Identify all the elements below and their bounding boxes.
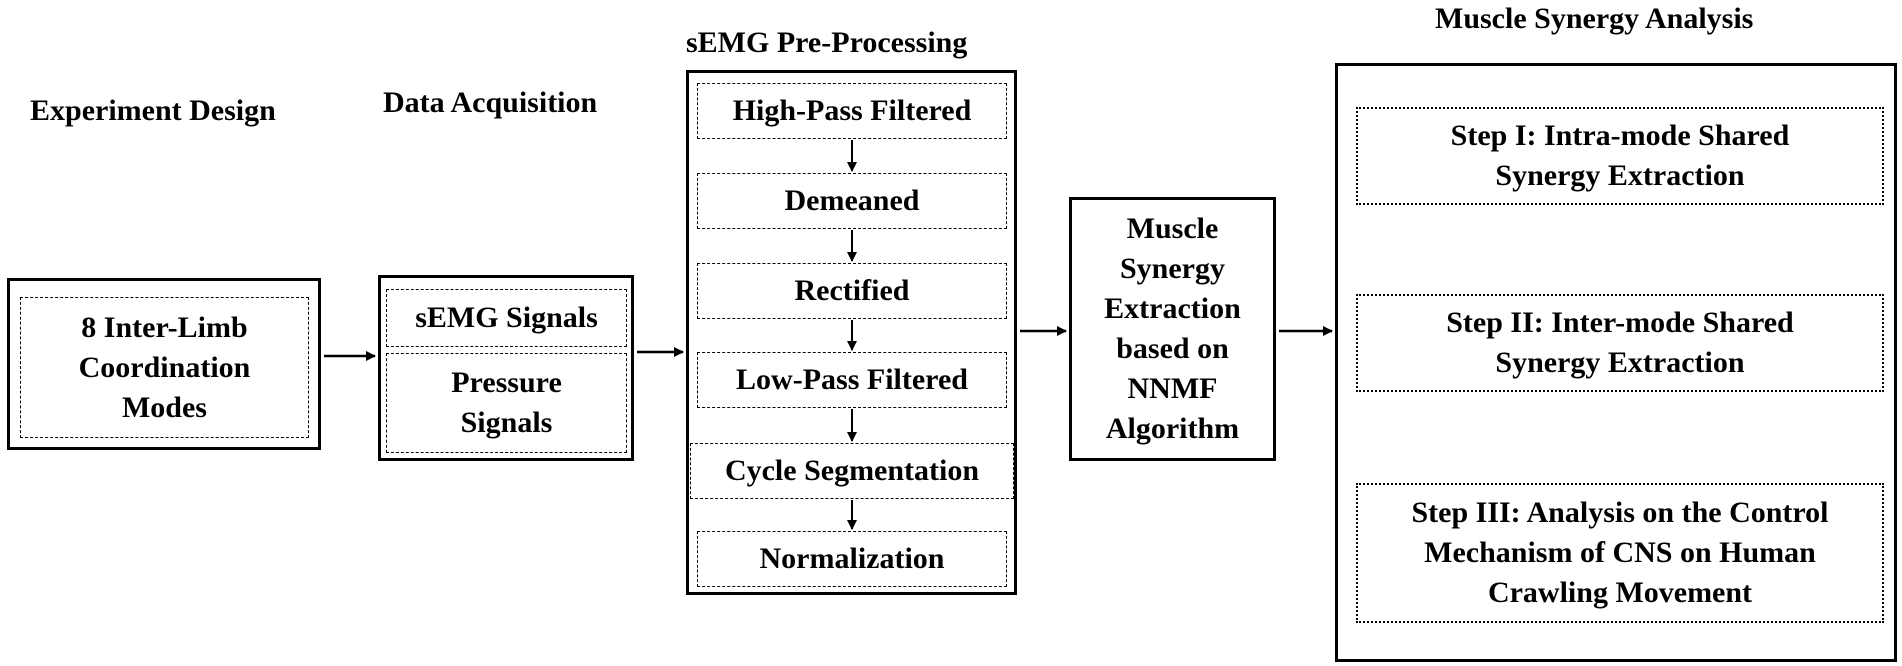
coordination-modes-line1: 8 Inter-Limb [81, 310, 248, 344]
semg-signals-box: sEMG Signals [386, 289, 627, 347]
demeaned-label: Demeaned [784, 184, 920, 217]
experiment-design-heading: Experiment Design [30, 94, 276, 127]
synergy-extraction-box: Muscle Synergy Extraction based on NNMF … [1069, 197, 1276, 461]
pressure-signals-box: Pressure Signals [386, 353, 627, 453]
step-3-box: Step III: Analysis on the Control Mechan… [1356, 483, 1884, 623]
step-3-line3: Crawling Movement [1487, 576, 1753, 609]
synergy-extraction-line6: Algorithm [1105, 412, 1240, 445]
step-3-line2: Mechanism of CNS on Human [1424, 536, 1816, 569]
pressure-signals-line1: Pressure [451, 366, 562, 399]
step-2-line2: Synergy Extraction [1495, 346, 1745, 379]
synergy-extraction-line5: NNMF [1127, 372, 1218, 405]
step-1-line2: Synergy Extraction [1495, 159, 1745, 192]
data-acquisition-box [378, 275, 634, 461]
low-pass-filtered-box: Low-Pass Filtered [697, 352, 1007, 408]
synergy-extraction-line4: based on [1116, 332, 1229, 365]
preprocessing-heading: sEMG Pre-Processing [686, 26, 968, 59]
normalization-label: Normalization [759, 542, 945, 575]
step-2-line1: Step II: Inter-mode Shared [1446, 306, 1794, 339]
rectified-box: Rectified [697, 263, 1007, 319]
experiment-design-box [7, 278, 321, 450]
low-pass-filtered-label: Low-Pass Filtered [736, 363, 968, 396]
pressure-signals-line2: Signals [460, 406, 553, 439]
synergy-analysis-heading: Muscle Synergy Analysis [1435, 2, 1754, 35]
cycle-segmentation-box: Cycle Segmentation [690, 443, 1014, 499]
coordination-modes-line3: Modes [121, 390, 207, 424]
synergy-analysis-box [1335, 63, 1897, 662]
step-3-line1: Step III: Analysis on the Control [1411, 496, 1829, 529]
cycle-segmentation-label: Cycle Segmentation [724, 454, 980, 487]
step-2-box: Step II: Inter-mode Shared Synergy Extra… [1356, 294, 1884, 392]
normalization-box: Normalization [697, 531, 1007, 587]
coordination-modes-box: 8 Inter-Limb Coordination Modes [20, 297, 309, 438]
step-1-line1: Step I: Intra-mode Shared [1450, 119, 1790, 152]
preprocessing-box [686, 70, 1017, 595]
semg-signals-label: sEMG Signals [415, 301, 598, 334]
coordination-modes-line2: Coordination [78, 350, 251, 384]
demeaned-box: Demeaned [697, 173, 1007, 229]
synergy-extraction-line3: Extraction [1104, 292, 1241, 325]
high-pass-filtered-box: High-Pass Filtered [697, 83, 1007, 139]
synergy-extraction-line2: Synergy [1119, 252, 1225, 285]
rectified-label: Rectified [794, 274, 910, 307]
data-acquisition-heading: Data Acquisition [383, 86, 598, 119]
step-1-box: Step I: Intra-mode Shared Synergy Extrac… [1356, 107, 1884, 205]
high-pass-filtered-label: High-Pass Filtered [732, 94, 972, 127]
synergy-extraction-line1: Muscle [1126, 212, 1219, 245]
